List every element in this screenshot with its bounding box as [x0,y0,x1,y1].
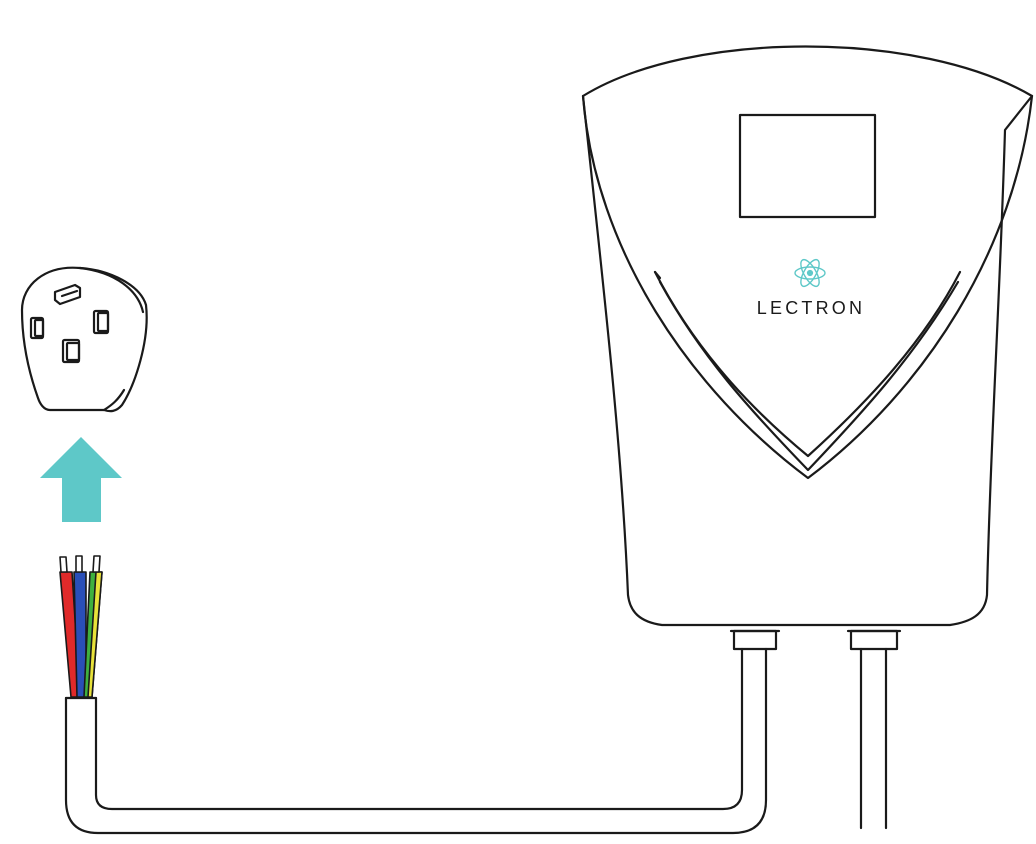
wire-blue [73,555,87,698]
up-arrow-icon [40,437,122,522]
brand-name: LECTRON [756,298,866,318]
input-cable-outer [64,647,768,835]
ev-charger-unit [581,45,1034,627]
wire-green-yellow [83,555,103,698]
charger-face [581,94,1034,480]
charger-body [581,45,1034,627]
cable-gland-left [729,629,781,651]
input-cable-inner [94,647,744,811]
cable-gland-right [846,629,902,651]
lectron-logo-icon [794,258,826,288]
display-screen [738,113,877,219]
charger-groove-lower [658,280,960,472]
nema-plug-icon [20,266,148,413]
conductor-wires [59,555,103,698]
